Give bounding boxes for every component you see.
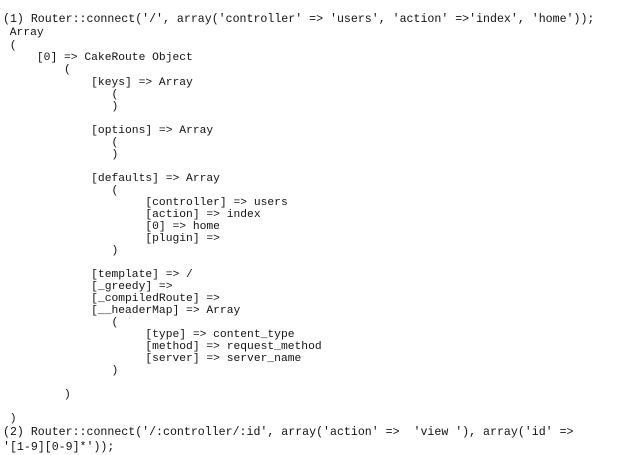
statement-1-line: (1) Router::connect('/', array('controll… bbox=[3, 13, 595, 27]
dump-line-keys-open: ( bbox=[3, 89, 119, 102]
dump-line-keys-close: ) bbox=[3, 101, 119, 114]
dump-line-index-0-home: [0] => home bbox=[3, 221, 220, 234]
output-page: (1) Router::connect('/', array('controll… bbox=[3, 13, 595, 455]
dump-line-blank-1 bbox=[3, 113, 625, 125]
dump-line-object-close: ) bbox=[3, 389, 71, 402]
code-output: (1) Router::connect('/', array('controll… bbox=[3, 13, 625, 455]
dump-line-blank-3 bbox=[3, 257, 625, 269]
dump-line-options-close: ) bbox=[3, 149, 119, 162]
statement-2-line-2: '[1-9][0-9]*')); bbox=[3, 441, 115, 455]
dump-line-root-close: ) bbox=[3, 413, 17, 426]
dump-line-server: [server] => server_name bbox=[3, 353, 302, 366]
dump-line-blank-5 bbox=[3, 401, 625, 413]
dump-line-greedy: [_greedy] => bbox=[3, 281, 180, 294]
dump-line-plugin: [plugin] => bbox=[3, 233, 227, 246]
dump-line-defaults: [defaults] => Array bbox=[3, 173, 220, 186]
dump-line-headermap: [__headerMap] => Array bbox=[3, 305, 241, 318]
dump-line-keys: [keys] => Array bbox=[3, 77, 193, 90]
dump-line-defaults-close: ) bbox=[3, 245, 119, 258]
dump-line-defaults-open: ( bbox=[3, 185, 119, 198]
dump-line-type: [type] => content_type bbox=[3, 329, 295, 342]
dump-line-controller: [controller] => users bbox=[3, 197, 288, 210]
dump-line-options-open: ( bbox=[3, 137, 119, 150]
dump-line-headermap-open: ( bbox=[3, 317, 119, 330]
dump-line-array: Array bbox=[3, 27, 44, 40]
dump-line-blank-4 bbox=[3, 377, 625, 389]
dump-line-root-open: ( bbox=[3, 40, 17, 53]
statement-2-line-1: (2) Router::connect('/:controller/:id', … bbox=[3, 426, 574, 440]
dump-line-headermap-close: ) bbox=[3, 365, 119, 378]
dump-line-method: [method] => request_method bbox=[3, 341, 322, 354]
dump-line-template: [template] => / bbox=[3, 269, 193, 282]
dump-line-object-open: ( bbox=[3, 64, 71, 77]
dump-line-index-0: [0] => CakeRoute Object bbox=[3, 52, 193, 65]
dump-line-blank-2 bbox=[3, 161, 625, 173]
dump-line-options: [options] => Array bbox=[3, 125, 214, 138]
dump-line-compiledroute: [_compiledRoute] => bbox=[3, 293, 227, 306]
dump-line-action: [action] => index bbox=[3, 209, 261, 222]
